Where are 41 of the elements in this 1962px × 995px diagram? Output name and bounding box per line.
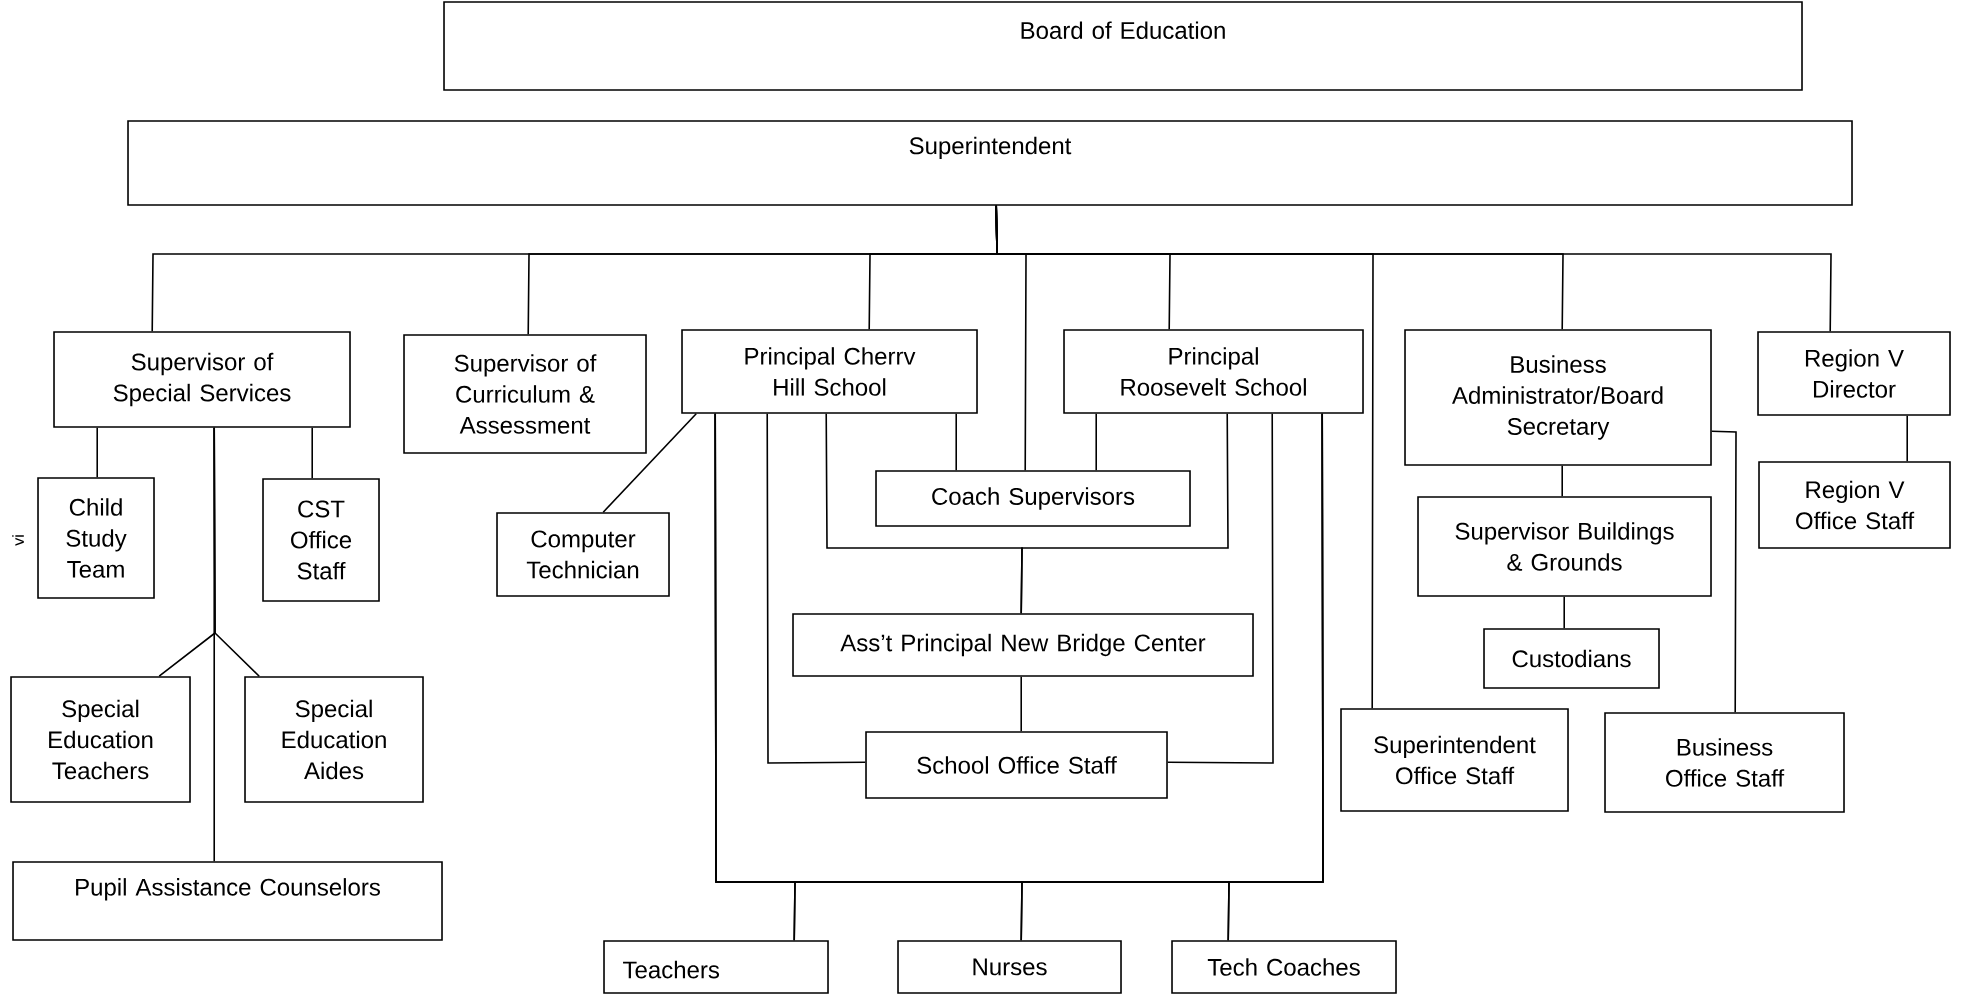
connector-line	[1711, 430, 1737, 713]
position-box: Region V Director	[1757, 331, 1951, 416]
position-box: Board of Education	[443, 1, 1803, 91]
position-box: Pupil Assistance Counselors	[12, 861, 443, 941]
connector-line	[995, 205, 1832, 332]
position-box: Superintendent Office Staff	[1340, 708, 1569, 812]
connector-line	[1020, 413, 1229, 614]
position-box: Business Administrator/Board Secretary	[1404, 329, 1712, 466]
connector-line	[1906, 415, 1908, 462]
position-box: Special Education Teachers	[10, 676, 191, 803]
position-box: Custodians	[1483, 628, 1660, 689]
connector-line	[213, 427, 215, 862]
connector-line	[766, 413, 866, 764]
connector-line	[1227, 413, 1324, 941]
connector-line	[96, 427, 98, 478]
position-box: Superintendent	[127, 120, 1853, 206]
connector-line	[1167, 413, 1274, 764]
position-box: Special Education Aides	[244, 676, 424, 803]
position-box: Child Study Team	[37, 477, 155, 599]
position-box: Ass’t Principal New Bridge Center	[792, 613, 1254, 677]
position-box: Business Office Staff	[1604, 712, 1845, 813]
position-box: Principal Roosevelt School	[1063, 329, 1364, 414]
position-box: Principal Cherrv Hill School	[681, 329, 978, 414]
connector-line	[311, 427, 313, 479]
connector-line	[955, 413, 957, 471]
connector-line	[602, 413, 697, 513]
position-box: Supervisor Buildings & Grounds	[1417, 496, 1712, 597]
position-box: Tech Coaches	[1171, 940, 1397, 994]
position-box: Supervisor of Curriculum & Assessment	[403, 334, 647, 454]
position-box: Computer Technician	[496, 512, 670, 597]
position-box: Teachers	[603, 940, 829, 994]
position-box: Region V Office Staff	[1758, 461, 1951, 549]
position-box: Nurses	[897, 940, 1122, 994]
connector-line	[1563, 596, 1565, 629]
position-box: Supervisor of Special Services	[53, 331, 351, 428]
connector-line	[1095, 413, 1097, 471]
position-box: School Office Staff	[865, 731, 1168, 799]
connector-line	[1020, 676, 1022, 732]
connector-line	[1561, 465, 1563, 497]
position-box: Coach Supervisors	[875, 470, 1191, 527]
position-box: CST Office Staff	[262, 478, 380, 602]
